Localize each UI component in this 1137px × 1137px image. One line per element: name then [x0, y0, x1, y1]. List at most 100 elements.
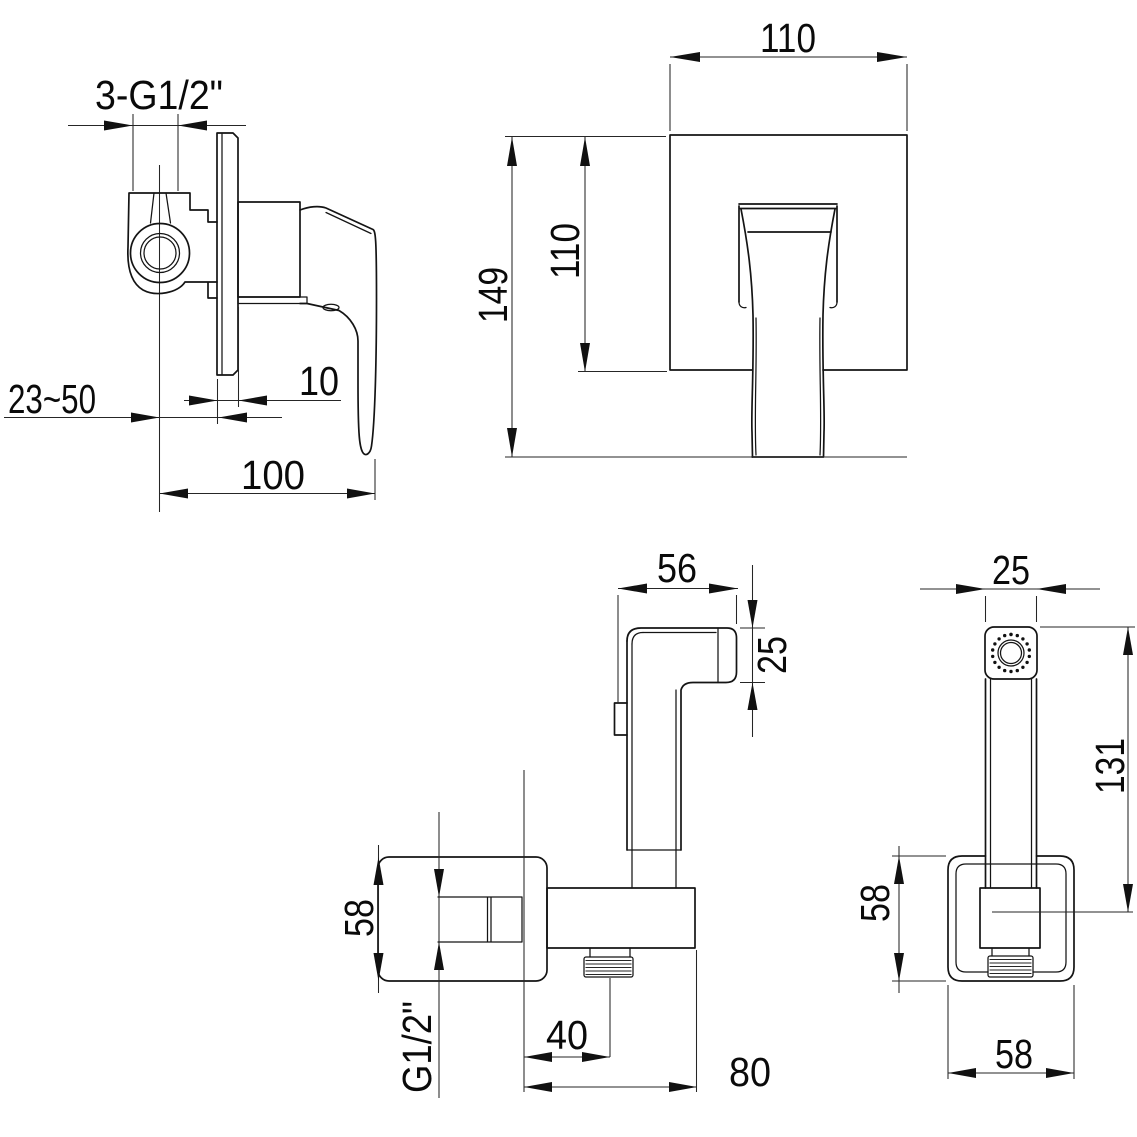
arrow [159, 488, 188, 499]
valve-port-circle-mid [139, 232, 181, 274]
dim-label-head-height: 25 [749, 636, 795, 674]
head-corner-inner-arc [631, 631, 644, 645]
arrow [507, 137, 517, 166]
spout-waterfall-curves [740, 208, 836, 458]
arrow [347, 488, 375, 499]
handle-set-screw [322, 303, 340, 312]
extension-lines-plate-width [669, 64, 908, 131]
arrow [507, 428, 517, 457]
cartridge-housing [237, 201, 301, 298]
arrow [709, 583, 738, 594]
arrow [618, 583, 647, 594]
spout-side-hooks [738, 301, 838, 309]
extension-lines-head-length [617, 595, 738, 703]
view-mixer-front: 110 149 110 [470, 15, 908, 458]
dim-label-thread: G1/2" [394, 1001, 440, 1093]
arrow [131, 412, 160, 423]
handle-bevel-line [325, 211, 372, 235]
arrow [894, 953, 904, 981]
dim-label-head-length: 56 [657, 545, 697, 591]
bracket-front-inner-left [955, 863, 989, 973]
arrow [434, 942, 444, 970]
extension-lines-body-length [992, 626, 1135, 913]
dim-label-flange-width: 58 [995, 1031, 1033, 1077]
wall-plate-side [216, 132, 239, 376]
arrow [218, 412, 247, 423]
spout-inner-curves [754, 317, 822, 456]
connector-thread-hatching [989, 958, 1032, 975]
outlet-thread-hatching [585, 959, 632, 976]
dim-label-total-depth: 100 [241, 452, 305, 498]
view-mixer-side: 3-G1/2" 23~50 10 100 [4, 72, 378, 512]
spout-top-plate [738, 203, 838, 303]
dim-label-spout-height: 110 [542, 223, 588, 279]
extension-lines-ports [132, 114, 179, 191]
connector-neck [991, 947, 1030, 957]
valve-port-circle-inner [143, 236, 177, 270]
outlet-neck [589, 947, 631, 958]
nozzle-ring-inner [999, 641, 1023, 665]
arrow [580, 343, 590, 372]
handle-outline [299, 205, 378, 456]
holder-block [546, 887, 696, 949]
arrow [178, 120, 207, 131]
dim-label-plate-width: 110 [760, 15, 816, 61]
arrow [948, 1068, 976, 1078]
g12-stub [437, 896, 523, 943]
arrow [189, 395, 218, 406]
dim-label-mount-depth: 23~50 [8, 376, 96, 422]
sprayer-head-front [984, 626, 1038, 680]
bracket-front-outer [947, 855, 1075, 982]
dim-label-flange-size: 58 [336, 899, 382, 937]
dim-label-body-length: 131 [1087, 738, 1133, 794]
arrow [1036, 584, 1066, 594]
arrow [670, 52, 700, 62]
sprayer-head-outline [626, 627, 738, 851]
arrow [524, 1082, 552, 1092]
arrow [1046, 1068, 1074, 1078]
arrow [524, 1052, 552, 1062]
arrow [877, 52, 907, 62]
nozzle-ring-outer [997, 639, 1025, 667]
arrow [373, 953, 384, 981]
hose-connector-block [979, 887, 1041, 949]
dim-label-outlet-offset: 40 [546, 1012, 588, 1058]
arrow [747, 682, 758, 710]
outlet-thread [583, 956, 634, 978]
arrow [434, 869, 444, 897]
housing-base-lip [237, 296, 308, 305]
view-holder-side: 56 25 58 40 80 G1/2" [336, 545, 795, 1098]
dim-label-ports: 3-G1/2" [95, 72, 223, 118]
body-front-edges [984, 678, 1038, 889]
arrow [669, 1082, 697, 1092]
extension-lines-total-height [505, 135, 907, 458]
arrow [1123, 884, 1133, 912]
extension-lines-head-width [984, 596, 1038, 622]
arrow [956, 584, 986, 594]
arrow [894, 856, 904, 884]
dim-label-total-depth: 80 [729, 1049, 771, 1095]
nozzle-dot-ring [991, 632, 1032, 674]
arrow [1123, 627, 1133, 655]
valve-stem [149, 192, 172, 224]
arrow [580, 137, 590, 166]
extension-lines-head-height [740, 627, 765, 684]
valve-port-circle-outer [129, 222, 191, 284]
body-front-inner-lines [989, 678, 1033, 889]
arrow [238, 395, 267, 406]
arrow [373, 857, 384, 885]
body-inner-lines [631, 643, 677, 889]
view-handshower-front: 25 131 58 58 [852, 547, 1135, 1079]
dim-label-plate-thickness: 10 [299, 358, 339, 404]
dim-label-total-height: 149 [470, 267, 516, 323]
valve-body-outline [127, 192, 218, 299]
connector-thread [987, 955, 1034, 978]
sprayer-nozzle-face [613, 702, 628, 736]
front-plate-square [669, 134, 908, 371]
arrow [582, 1052, 610, 1062]
extension-lines-flange-height [892, 855, 946, 982]
arrow [747, 600, 758, 628]
extension-lines-flange-width [947, 985, 1075, 1079]
